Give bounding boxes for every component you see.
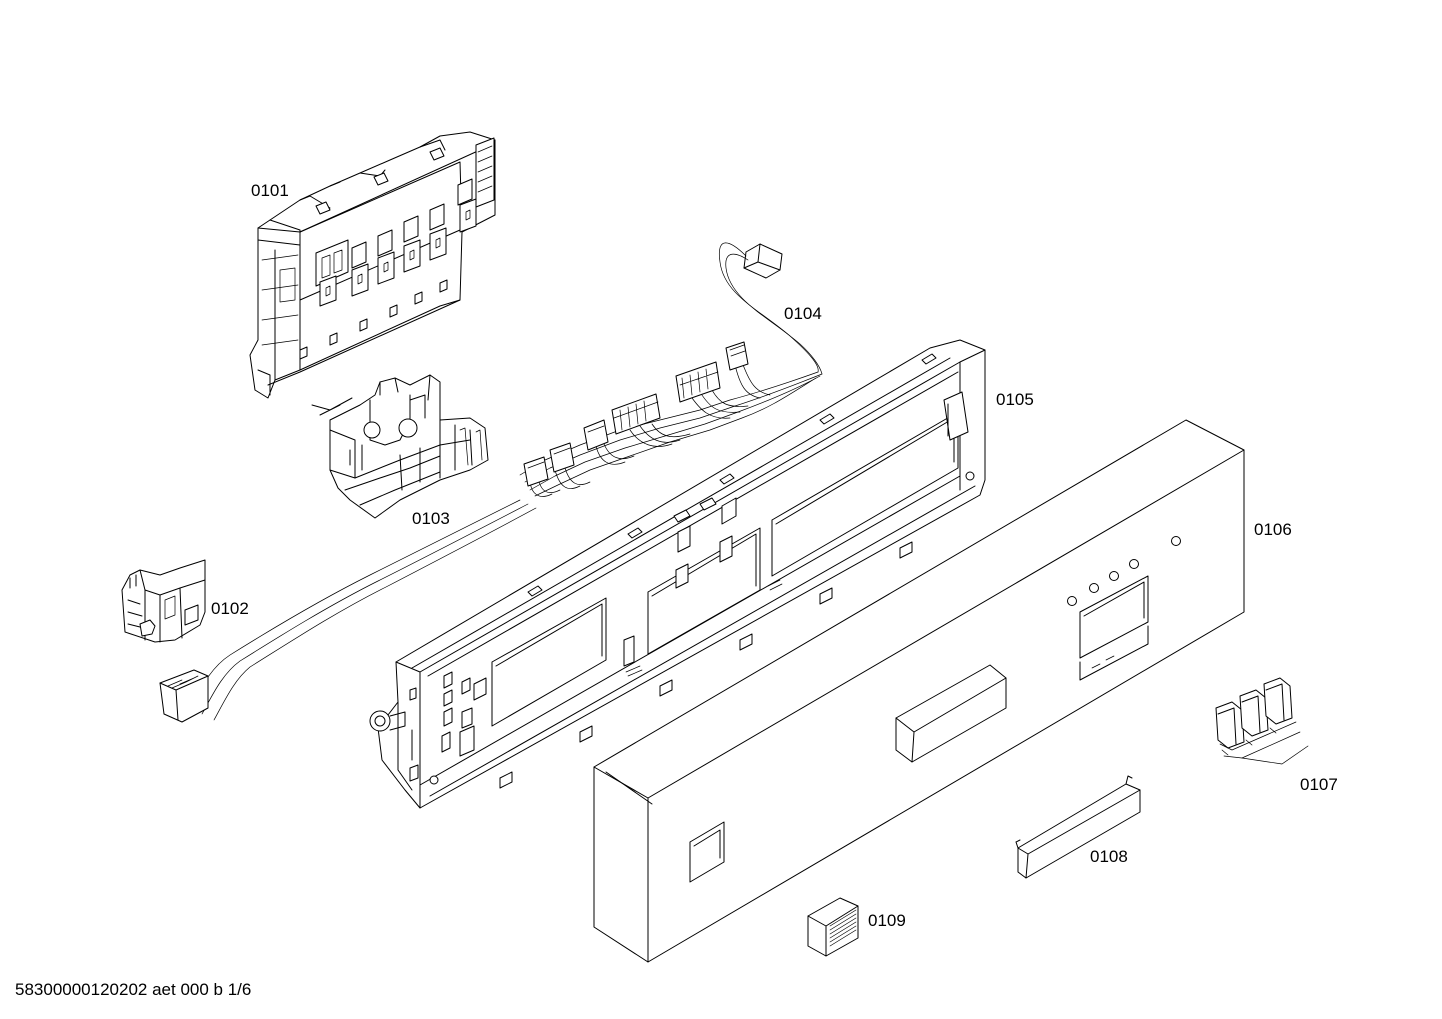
label-0107: 0107 bbox=[1300, 775, 1338, 794]
label-0101: 0101 bbox=[251, 181, 289, 200]
part-0103-actuator[interactable] bbox=[311, 374, 489, 519]
part-0109-cap[interactable] bbox=[807, 897, 859, 957]
part-0102-switch[interactable] bbox=[121, 559, 209, 723]
label-0102: 0102 bbox=[211, 599, 249, 618]
label-0108: 0108 bbox=[1090, 847, 1128, 866]
label-0105: 0105 bbox=[996, 390, 1034, 409]
label-0103: 0103 bbox=[412, 509, 450, 528]
label-0104: 0104 bbox=[784, 304, 822, 323]
part-0101-control-module[interactable] bbox=[249, 131, 496, 399]
part-0106-fascia[interactable] bbox=[593, 419, 1245, 963]
part-0105-panel-frame[interactable] bbox=[369, 339, 986, 809]
label-0109: 0109 bbox=[868, 911, 906, 930]
drawing-id: 58300000120202 aet 000 b 1/6 bbox=[15, 980, 252, 999]
label-0106: 0106 bbox=[1254, 520, 1292, 539]
part-0108-trim-strip[interactable] bbox=[1015, 775, 1141, 879]
part-0104-wiring-harness[interactable] bbox=[189, 242, 823, 721]
part-0107-buttons[interactable] bbox=[1215, 677, 1309, 765]
